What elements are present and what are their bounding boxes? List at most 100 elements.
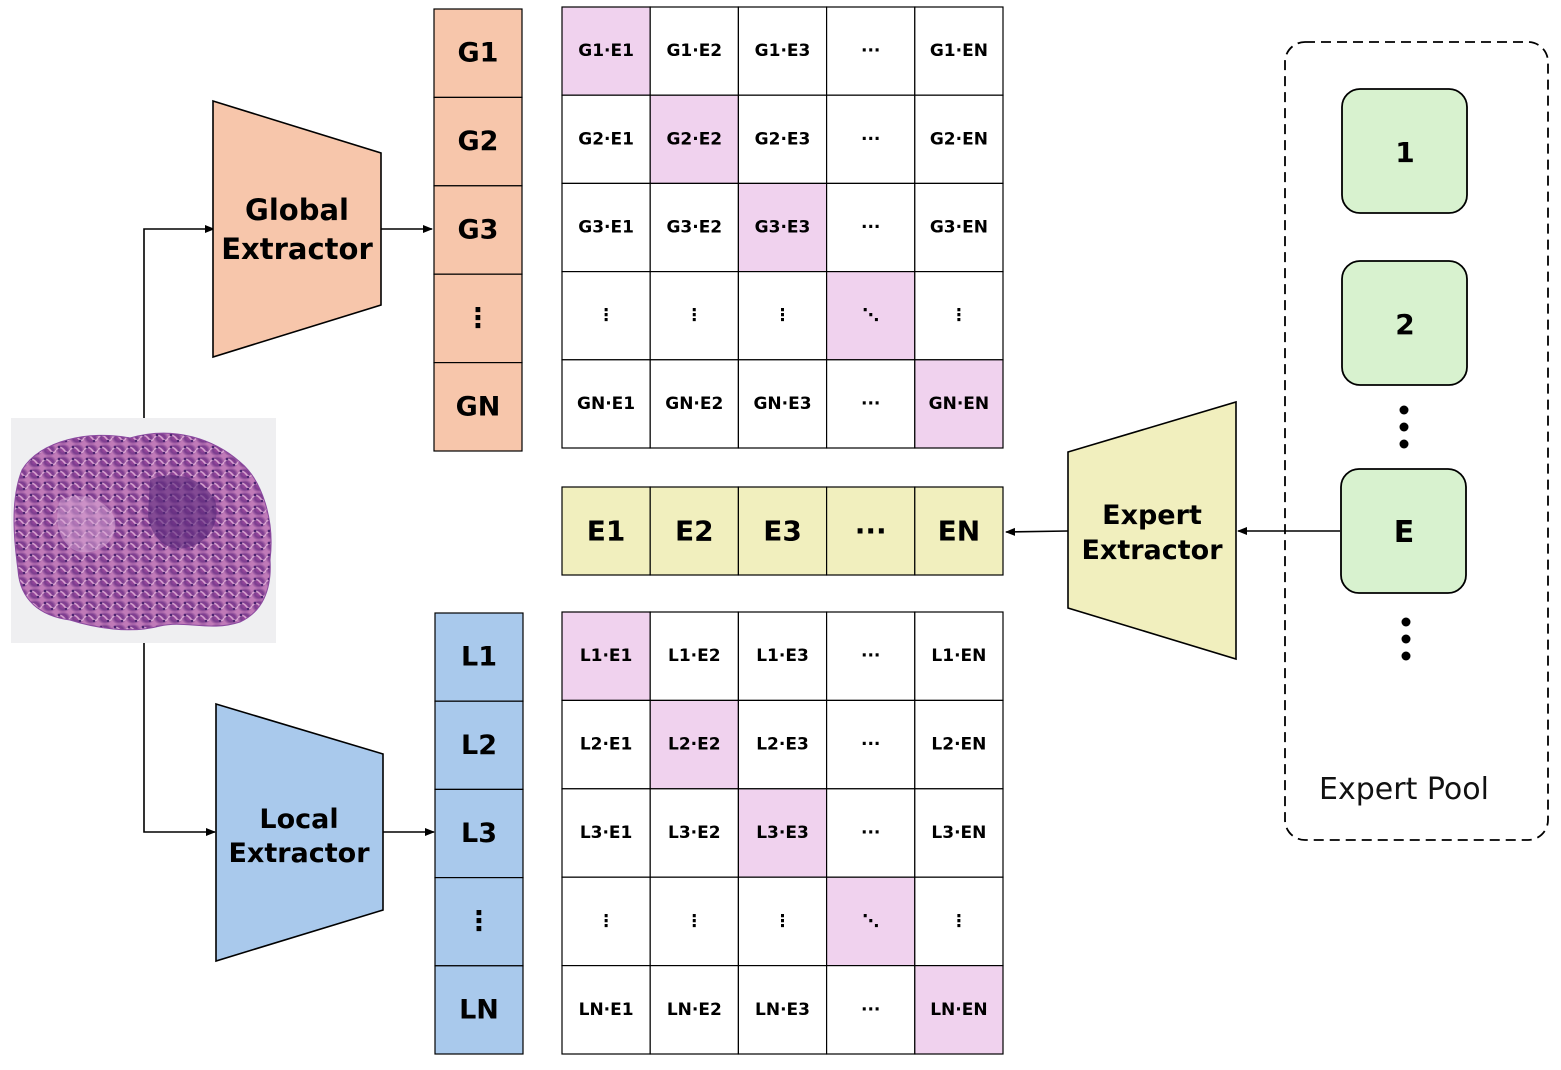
expert-box-e-label: E (1394, 515, 1415, 550)
expert-feature-cell (825, 486, 916, 576)
global-matrix-cell-label: G1·E1 (578, 41, 634, 61)
local-matrix-cell-label: ··· (861, 823, 880, 843)
global-feature-label: G1 (458, 38, 499, 69)
local-matrix-cell (737, 964, 828, 1055)
global-feature-cell (433, 8, 523, 99)
expert-feature-label: ··· (855, 515, 887, 548)
expert-feature-cell (649, 486, 740, 576)
global-matrix-cell-label: G2·E1 (578, 129, 634, 149)
global-matrix-cell (914, 271, 1004, 361)
global-matrix-cell (914, 182, 1004, 273)
local-matrix-cell (649, 788, 740, 878)
expert-feature-cell (914, 486, 1004, 576)
local-feature-label: L2 (461, 730, 497, 761)
expert-feature-label: EN (938, 515, 981, 548)
global-matrix-cell-label: GN·E2 (665, 394, 723, 414)
global-matrix-cell-label: ··· (861, 41, 880, 61)
global-matrix-cell-label: ⋮ (686, 306, 703, 326)
local-matrix-cell-label: ⋮ (686, 911, 703, 931)
global-matrix-cell-label: GN·E1 (577, 394, 635, 414)
local-matrix-cell (561, 699, 651, 790)
local-matrix-cell-label: L3·EN (931, 823, 986, 843)
global-feature-label: ⋮ (465, 303, 492, 334)
global-matrix-cell (561, 6, 651, 96)
local-matrix-cell-label: LN·E1 (579, 1000, 634, 1020)
global-matrix-cell (649, 359, 740, 449)
global-matrix-cell (737, 182, 828, 273)
local-matrix-cell (825, 611, 916, 702)
expert-extractor-line1: Expert (1102, 500, 1202, 531)
local-matrix-cell-label: ⋮ (950, 911, 967, 931)
global-feature-cell (433, 362, 523, 452)
global-extractor: Global Extractor (212, 99, 382, 359)
global-extractor-line2: Extractor (221, 232, 373, 266)
local-matrix-cell (825, 788, 916, 878)
global-matrix-cell (561, 182, 651, 273)
global-matrix-cell (825, 359, 916, 449)
global-matrix-cell-label: G3·E1 (578, 218, 634, 238)
global-matrix-cell-label: G1·EN (930, 41, 988, 61)
local-matrix-cell (649, 611, 740, 702)
global-feature-label: G3 (458, 215, 499, 246)
local-feature-label: L3 (461, 818, 497, 849)
local-matrix-cell-label: ⋮ (774, 911, 791, 931)
expert-feature-label: E2 (675, 515, 714, 548)
global-matrix-cell (649, 271, 740, 361)
global-feature-cell (433, 273, 523, 364)
local-matrix-cell (561, 611, 651, 702)
local-matrix-cell-label: L2·EN (931, 735, 986, 755)
global-matrix-cell-label: G3·EN (930, 218, 988, 238)
local-feature-label: ⋮ (466, 906, 493, 937)
global-matrix-cell (825, 94, 916, 184)
local-matrix-cell-label: L3·E1 (580, 823, 633, 843)
local-feature-cell (434, 876, 524, 967)
local-matrix-cell-label: L3·E2 (668, 823, 721, 843)
global-matrix-cell-label: G1·E2 (666, 41, 722, 61)
expert-feature-label: E1 (587, 515, 626, 548)
global-matrix-cell-label: ··· (861, 129, 880, 149)
expert-feature-row: E1 E2 E3 ··· EN (561, 486, 1004, 576)
local-matrix-cell-label: ··· (861, 735, 880, 755)
expert-box-1-label: 1 (1395, 136, 1414, 169)
local-matrix-cell-label: LN·EN (930, 1000, 987, 1020)
local-matrix-cell (914, 611, 1004, 702)
local-matrix-cell-label: L1·E2 (668, 646, 721, 666)
local-matrix-cell (914, 699, 1004, 790)
local-extractor: Local Extractor (215, 702, 384, 963)
global-matrix-cell-label: G2·EN (930, 129, 988, 149)
global-matrix-cell-label: ··· (861, 218, 880, 238)
arrow-expert-to-features (1005, 527, 1069, 536)
local-matrix-cell (914, 964, 1004, 1055)
expert-feature-label: E3 (763, 515, 802, 548)
local-matrix-cell (561, 964, 651, 1055)
local-matrix-cell-label: L2·E2 (668, 735, 721, 755)
local-extractor-line2: Extractor (228, 838, 370, 869)
global-feature-cell (433, 185, 523, 275)
expert-box-1: 1 (1341, 88, 1468, 214)
global-matrix-cell-label: GN·EN (929, 394, 989, 414)
local-matrix-cell-label: L2·E3 (756, 735, 809, 755)
local-extractor-line1: Local (259, 804, 338, 835)
global-extractor-line1: Global (245, 193, 349, 227)
local-matrix-cell-label: L1·EN (931, 646, 986, 666)
global-matrix-cell (914, 94, 1004, 184)
expert-pool-label: Expert Pool (1319, 772, 1489, 807)
global-matrix-cell-label: ⋱ (862, 306, 879, 326)
global-matrix-cell (649, 94, 740, 184)
tissue-slide-image (11, 418, 276, 643)
global-matrix-cell-label: ⋮ (598, 306, 615, 326)
local-matrix-cell-label: ··· (861, 1000, 880, 1020)
expert-feature-cell (561, 486, 651, 576)
local-matrix-cell-label: L3·E3 (756, 823, 809, 843)
local-matrix-cell-label: ··· (861, 646, 880, 666)
local-feature-cell (434, 788, 524, 879)
global-matrix-cell-label: G2·E2 (666, 129, 722, 149)
local-matrix-cell (649, 699, 740, 790)
local-matrix-cell-label: LN·E2 (667, 1000, 722, 1020)
local-matrix-cell (737, 699, 828, 790)
